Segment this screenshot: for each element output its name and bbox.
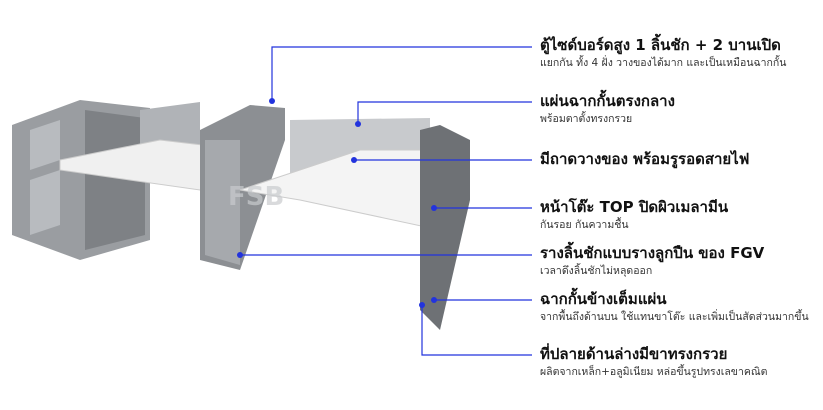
feature-subtitle: แยกกัน ทั้ง 4 ฝั่ง วางของได้มาก และเป็นเ…: [540, 57, 787, 69]
feature-subtitle: เวลาดึงลิ้นชักไม่หลุดออก: [540, 265, 653, 277]
feature-title: มีถาดวางของ พร้อมรูรอดสายไฟ: [540, 150, 750, 168]
feature-side-panel: ฉากกั้นข้างเต็มแผ่น จากพื้นถึงด้านบน ใช้…: [540, 290, 809, 324]
feature-title: รางลิ้นชักแบบรางลูกปืน ของ FGV: [540, 244, 765, 262]
feature-subtitle: พร้อมตาตั้งทรงกรวย: [540, 113, 633, 125]
feature-title: ฉากกั้นข้างเต็มแผ่น: [540, 290, 667, 308]
feature-drawer-rail: รางลิ้นชักแบบรางลูกปืน ของ FGV เวลาดึงลิ…: [540, 244, 764, 278]
feature-subtitle: ผลิตจากเหล็ก+อลูมิเนียม หล่อขึ้นรูปทรงเล…: [540, 366, 768, 378]
feature-cone-legs: ที่ปลายด้านล่างมีขาทรงกรวย ผลิตจากเหล็ก+…: [540, 345, 767, 379]
feature-title: ตู้ไซด์บอร์ดสูง 1 ลิ้นชัก + 2 บานเปิด: [540, 36, 781, 54]
feature-title: หน้าโต๊ะ TOP ปิดผิวเมลามีน: [540, 198, 729, 216]
feature-subtitle: จากพื้นถึงด้านบน ใช้แทนขาโต๊ะ และเพิ่มเป…: [540, 311, 809, 323]
feature-title: แผ่นฉากกั้นตรงกลาง: [540, 92, 675, 110]
feature-subtitle: กันรอย กันความชื้น: [540, 219, 629, 231]
feature-title: ที่ปลายด้านล่างมีขาทรงกรวย: [540, 345, 728, 363]
feature-center-divider: แผ่นฉากกั้นตรงกลาง พร้อมตาตั้งทรงกรวย: [540, 92, 675, 126]
leader-dots: [237, 98, 437, 308]
feature-tray: มีถาดวางของ พร้อมรูรอดสายไฟ: [540, 150, 749, 168]
feature-top: หน้าโต๊ะ TOP ปิดผิวเมลามีน กันรอย กันควา…: [540, 198, 728, 232]
feature-sideboard: ตู้ไซด์บอร์ดสูง 1 ลิ้นชัก + 2 บานเปิด แย…: [540, 36, 786, 70]
side-panel: [420, 125, 470, 330]
watermark: FSB: [228, 182, 284, 212]
leader-lines: [240, 46, 532, 356]
